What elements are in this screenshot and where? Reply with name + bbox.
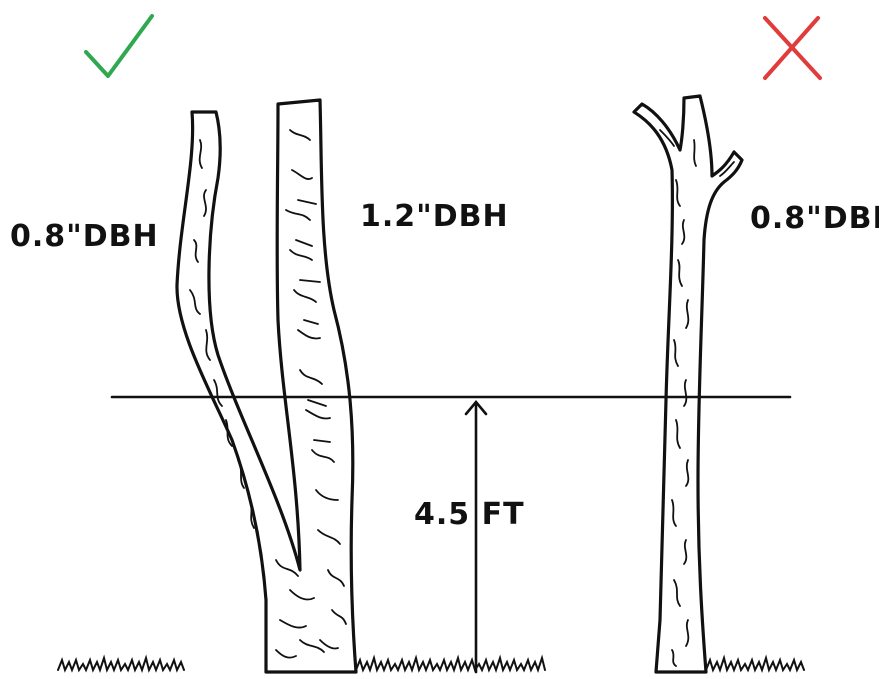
- left-trunk-dbh-label: 0.8"DBH: [10, 219, 159, 254]
- single-tree-trunk-outline: [634, 96, 742, 672]
- forked-tree: [177, 100, 356, 672]
- height-arrow: [466, 402, 486, 672]
- height-label: 4.5 FT: [414, 497, 525, 532]
- middle-trunk-dbh-label: 1.2"DBH: [360, 199, 509, 234]
- check-mark-icon: [86, 16, 152, 76]
- forked-tree-trunk-outline: [177, 100, 356, 672]
- single-tree: [634, 96, 742, 672]
- x-mark-icon: [765, 18, 820, 78]
- right-trunk-dbh-label: 0.8"DBH: [750, 201, 879, 236]
